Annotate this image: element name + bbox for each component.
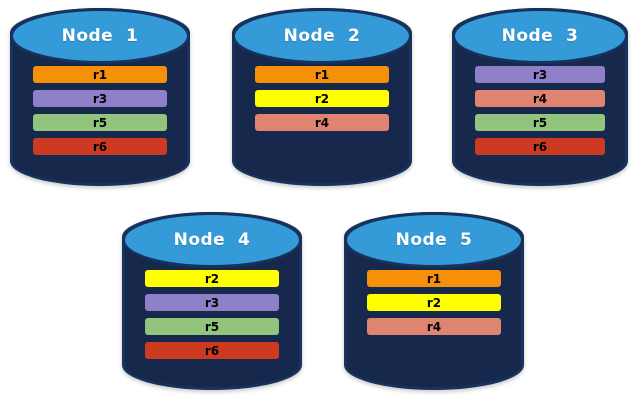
node-cylinder[interactable]: Node 1 r1 r3 r5 r6 xyxy=(10,8,190,186)
cylinder-top-ellipse: Node 2 xyxy=(232,8,412,64)
shard-label: r3 xyxy=(204,295,220,310)
shard-label: r1 xyxy=(314,67,330,82)
node-label: Node 4 xyxy=(173,229,251,250)
shard-label: r1 xyxy=(92,67,108,82)
shard-list: r1 r2 r4 xyxy=(232,66,412,131)
cylinder-top-ellipse: Node 1 xyxy=(10,8,190,64)
shard-label: r2 xyxy=(314,91,330,106)
shard-label: r5 xyxy=(532,115,548,130)
shard-list: r1 r2 r4 xyxy=(344,270,524,335)
shard-label: r3 xyxy=(92,91,108,106)
shard-label: r6 xyxy=(204,343,220,358)
shard-bar[interactable]: r6 xyxy=(474,138,606,155)
node-label: Node 3 xyxy=(501,25,579,46)
node-label: Node 5 xyxy=(395,229,473,250)
shard-bar[interactable]: r6 xyxy=(145,342,279,359)
shard-bar[interactable]: r1 xyxy=(33,66,167,83)
cylinder-top-ellipse: Node 4 xyxy=(122,212,302,268)
shard-bar[interactable]: r4 xyxy=(474,90,606,107)
shard-list: r1 r3 r5 r6 xyxy=(10,66,190,155)
node-cylinder[interactable]: Node 4 r2 r3 r5 r6 xyxy=(122,212,302,390)
shard-list: r3 r4 r5 r6 xyxy=(452,66,628,155)
cylinder-top-ellipse: Node 3 xyxy=(452,8,628,64)
shard-bar[interactable]: r1 xyxy=(255,66,389,83)
shard-bar[interactable]: r2 xyxy=(367,294,501,311)
node-cylinder[interactable]: Node 5 r1 r2 r4 xyxy=(344,212,524,390)
shard-label: r2 xyxy=(426,295,442,310)
shard-bar[interactable]: r5 xyxy=(474,114,606,131)
shard-bar[interactable]: r4 xyxy=(255,114,389,131)
shard-bar[interactable]: r5 xyxy=(145,318,279,335)
cylinder-top-ellipse: Node 5 xyxy=(344,212,524,268)
shard-bar[interactable]: r2 xyxy=(145,270,279,287)
shard-label: r4 xyxy=(532,91,548,106)
shard-bar[interactable]: r6 xyxy=(33,138,167,155)
shard-bar[interactable]: r1 xyxy=(367,270,501,287)
shard-bar[interactable]: r2 xyxy=(255,90,389,107)
shard-bar[interactable]: r3 xyxy=(145,294,279,311)
shard-label: r3 xyxy=(532,67,548,82)
shard-bar[interactable]: r3 xyxy=(474,66,606,83)
shard-label: r2 xyxy=(204,271,220,286)
node-cylinder[interactable]: Node 2 r1 r2 r4 xyxy=(232,8,412,186)
shard-label: r6 xyxy=(532,139,548,154)
shard-label: r4 xyxy=(314,115,330,130)
shard-label: r1 xyxy=(426,271,442,286)
shard-label: r4 xyxy=(426,319,442,334)
shard-label: r6 xyxy=(92,139,108,154)
node-label: Node 1 xyxy=(61,25,139,46)
node-cylinder[interactable]: Node 3 r3 r4 r5 r6 xyxy=(452,8,628,186)
shard-list: r2 r3 r5 r6 xyxy=(122,270,302,359)
shard-label: r5 xyxy=(92,115,108,130)
shard-bar[interactable]: r3 xyxy=(33,90,167,107)
node-label: Node 2 xyxy=(283,25,361,46)
shard-label: r5 xyxy=(204,319,220,334)
shard-bar[interactable]: r5 xyxy=(33,114,167,131)
shard-bar[interactable]: r4 xyxy=(367,318,501,335)
